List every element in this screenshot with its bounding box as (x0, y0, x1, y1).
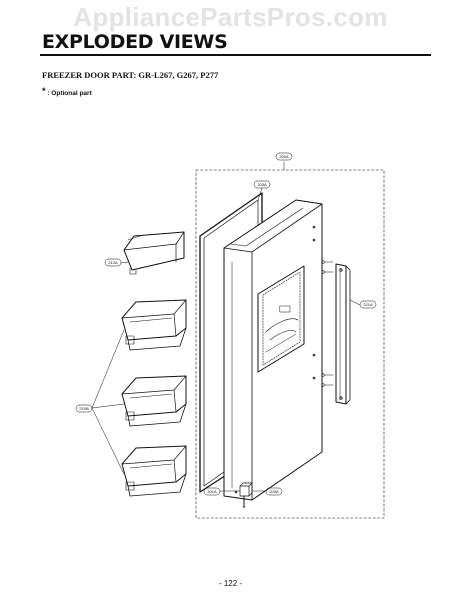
callout-hinge-pin: 203A (265, 487, 283, 496)
watermark: AppliancePartsPros.com (73, 2, 388, 32)
screws (321, 260, 334, 387)
freezer-door-part (223, 199, 323, 501)
callout-baskets-label: 210B (79, 406, 89, 411)
callout-top-basket-label: 210A (108, 260, 118, 265)
note-text: : Optional part (47, 90, 92, 97)
door-basket-3 (121, 445, 187, 497)
door-basket-1 (121, 299, 187, 351)
top-door-basket-part (123, 231, 185, 275)
top-basket-leader (120, 261, 129, 264)
callout-gasket: 203A (253, 180, 271, 189)
callout-top-basket: 210A (104, 258, 122, 267)
page-title: EXPLODED VIEWS (42, 31, 228, 53)
callout-door-assembly: 200A (275, 152, 293, 161)
callout-handle-label: 221A (363, 302, 373, 307)
door-basket-2 (121, 375, 187, 427)
callout-handle: 221A (359, 300, 377, 309)
callout-hinge-pin-label: 203A (269, 489, 279, 494)
baskets-leaders (91, 329, 125, 475)
note-star: * (42, 86, 46, 96)
gasket-leader (257, 187, 263, 201)
optional-part-note: * : Optional part (42, 87, 92, 98)
door-handle-part (335, 263, 351, 405)
assembly-boundary (195, 169, 385, 519)
callout-door-assembly-label: 200A (279, 154, 289, 159)
title-rule (40, 54, 431, 56)
callout-gasket-label: 203A (257, 182, 267, 187)
callout-hinge-cap-label: 201A (207, 489, 217, 494)
callout-baskets: 210B (75, 404, 93, 413)
callout-hinge-cap: 201A (203, 487, 221, 496)
section-subtitle: FREEZER DOOR PART: GR-L267, G267, P277 (42, 70, 219, 80)
page-number: - 122 - (218, 579, 243, 588)
handle-leader (349, 299, 361, 306)
